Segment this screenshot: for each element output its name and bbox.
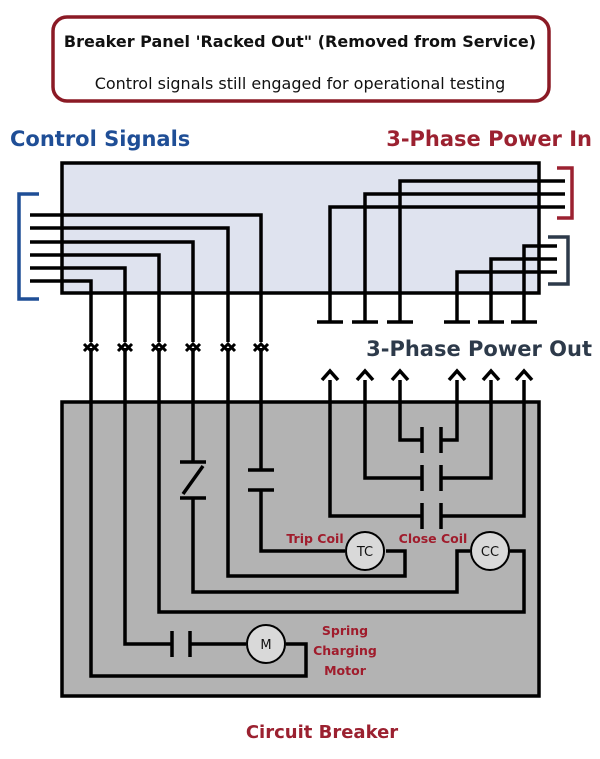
motor-label-line1: Spring bbox=[322, 623, 368, 638]
circuit-breaker-label: Circuit Breaker bbox=[246, 722, 398, 743]
header-box bbox=[51, 15, 551, 103]
control-signals-bracket bbox=[17, 192, 39, 301]
main-contacts bbox=[328, 380, 526, 529]
motor-label-line3: Motor bbox=[324, 663, 367, 678]
control-signals-label: Control Signals bbox=[10, 127, 190, 151]
trip-coil-label: Trip Coil bbox=[286, 531, 343, 546]
motor-label-line2: Charging bbox=[313, 643, 377, 658]
power-out-label: 3-Phase Power Out bbox=[366, 337, 592, 361]
header-subtitle: Control signals still engaged for operat… bbox=[95, 74, 506, 93]
power-in-bracket bbox=[557, 166, 574, 220]
power-in-label: 3-Phase Power In bbox=[386, 127, 592, 151]
control-jacks bbox=[82, 341, 270, 354]
power-out-wires bbox=[444, 244, 557, 324]
spring-charging-motor bbox=[246, 624, 286, 664]
power-in-wires bbox=[317, 179, 565, 324]
header-title: Breaker Panel 'Racked Out" (Removed from… bbox=[64, 32, 536, 51]
power-out-bracket bbox=[548, 235, 570, 286]
trip-coil-symbol: TC bbox=[356, 545, 373, 560]
circuit-breaker-body bbox=[60, 400, 541, 698]
trip-coil bbox=[345, 531, 385, 571]
close-coil bbox=[470, 531, 510, 571]
close-coil-label: Close Coil bbox=[399, 531, 468, 546]
close-coil-symbol: CC bbox=[481, 545, 499, 560]
control-wires-breaker bbox=[89, 348, 526, 678]
control-wires-panel bbox=[30, 213, 263, 342]
power-out-arrows bbox=[320, 368, 534, 382]
motor-symbol: M bbox=[260, 638, 271, 653]
